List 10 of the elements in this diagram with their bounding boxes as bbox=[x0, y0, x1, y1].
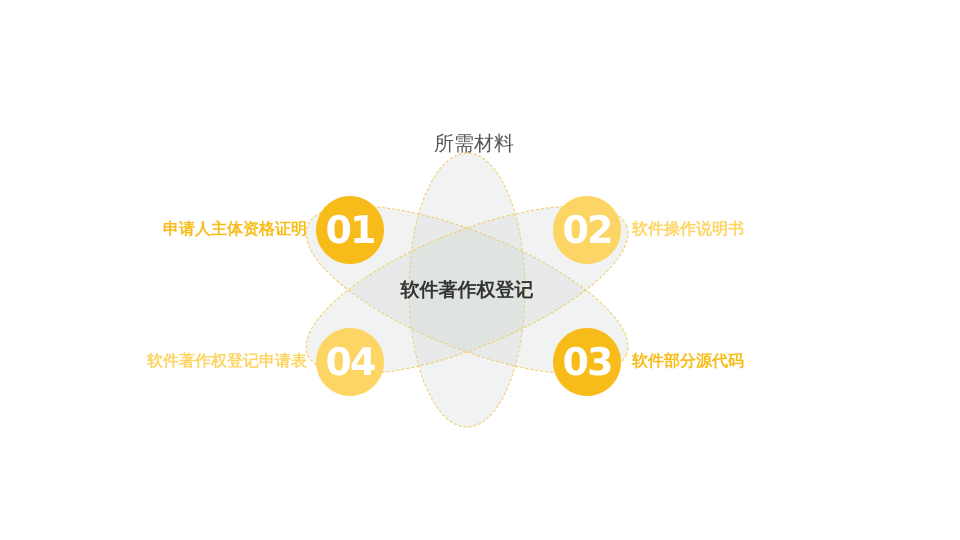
number-text: 02 bbox=[562, 208, 612, 252]
item-label: 软件部分源代码 bbox=[632, 351, 744, 372]
item-label: 软件操作说明书 bbox=[632, 219, 744, 240]
item-label: 软件著作权登记申请表 bbox=[147, 351, 307, 372]
number-text: 04 bbox=[326, 340, 374, 384]
title: 所需材料 bbox=[433, 130, 515, 157]
item-label: 申请人主体资格证明 bbox=[163, 219, 307, 240]
center-text: 软件著作权登记 bbox=[387, 277, 547, 303]
number-text: 01 bbox=[326, 208, 374, 252]
number-text: 03 bbox=[562, 340, 612, 384]
